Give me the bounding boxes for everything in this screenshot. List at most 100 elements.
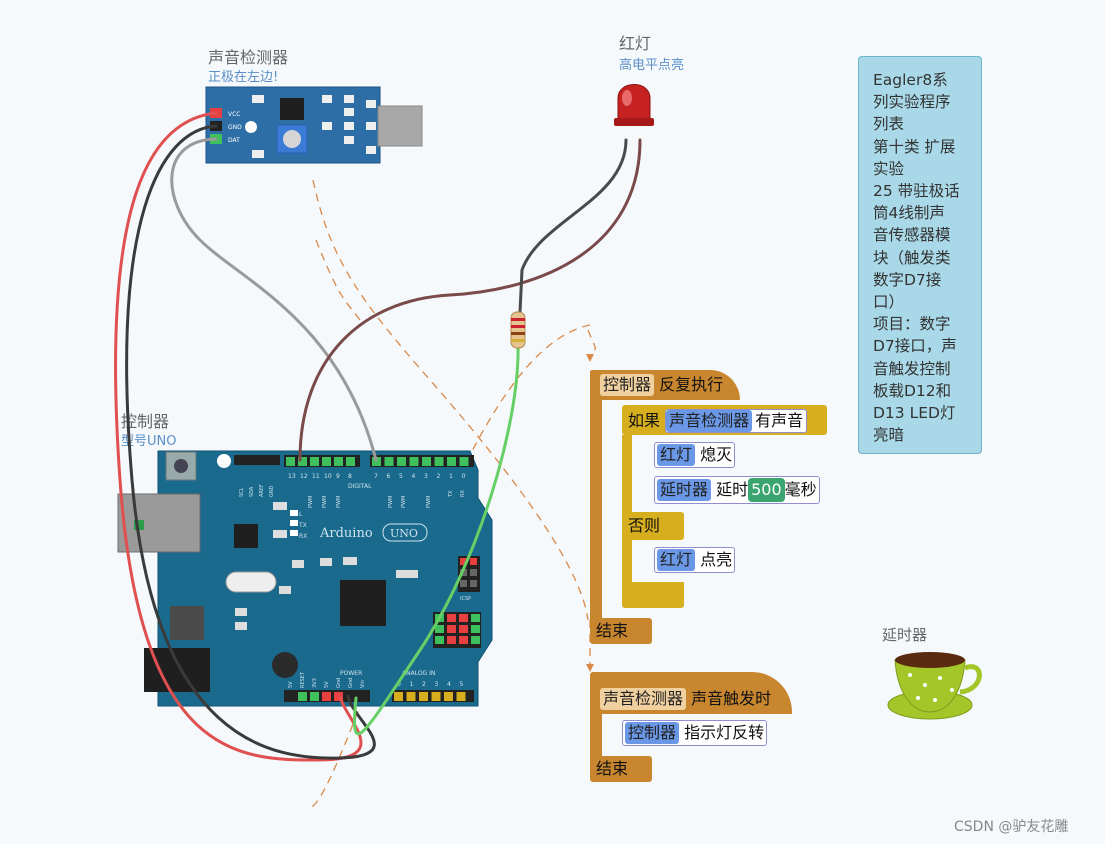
wires [114,111,642,762]
pin-vcc: VCC [228,111,240,118]
icsp-pin [447,636,456,644]
board-pin-label: 5V [324,681,330,688]
board-pin-label: 4 [412,473,416,480]
analog-pin [431,692,441,701]
digital-label: DIGITAL [348,483,372,490]
digital-pin [372,457,381,466]
microphone [377,105,423,147]
event-controller-chip[interactable]: 控制器 [625,722,680,744]
led-title: 红灯 [619,34,652,53]
digital-pin [409,457,419,466]
board-pin-label: 3 [435,681,439,688]
board-pin-label: 5 [399,473,403,480]
pwm-mark: PWM [401,496,407,508]
ms-label: 毫秒 [784,480,817,499]
delay-label: 延时 [716,480,749,499]
loop-controller-chip[interactable]: 控制器 [600,374,655,396]
controller-title: 控制器 [121,412,170,431]
board-pin-label: TX [448,490,454,498]
board-pin-label: 12 [300,473,308,480]
on-label: 点亮 [700,550,733,569]
teacup-icon [887,652,982,720]
icsp-pin [435,636,444,644]
dashed-link-short [315,239,361,321]
info-line: 实验 [873,159,905,178]
if-sensor-chip[interactable]: 声音检测器 [666,410,753,432]
info-line: 25 带驻极话 [873,182,960,201]
event-end-label: 结束 [596,759,629,778]
analog-pin [406,692,416,701]
timer-title: 延时器 [882,626,928,644]
info-line: 列实验程序 [873,93,951,112]
wire-led-cathode [518,138,628,314]
info-line: 第十类 扩展 [873,137,956,156]
pwm-mark: PWM [308,496,314,508]
info-line: 口） [873,293,905,312]
info-line: 块（触发类 [873,248,951,267]
analog-pin [456,692,466,701]
board-pin-label: 10 [324,473,332,480]
led-on-chip[interactable]: 红灯 [657,549,696,571]
icsp-pin [470,569,477,576]
board-brand: Arduino [319,526,373,541]
digital-pin [397,457,406,466]
event-sensor-chip[interactable]: 声音检测器 [600,688,687,710]
pwm-mark: PWM [426,496,432,508]
analog-pin [444,692,453,701]
pwm-mark: PWM [388,496,394,508]
icsp-pin [471,614,480,622]
off-label: 熄灭 [700,445,733,464]
board-pin-label: 8 [348,473,352,480]
icsp-pin [471,636,480,644]
board-pin-label: RX [460,490,466,497]
program-event: 声音检测器 声音触发时 控制器 指示灯反转 结束 [590,672,810,787]
board-pin-label: 1 [410,681,414,688]
pwm-mark: PWM [336,496,342,508]
analog-label: ANALOG IN [402,670,435,677]
icsp-pin [447,625,456,633]
board-pin-label: 5V [288,681,294,688]
analog-pin [419,692,428,701]
icsp-pin [447,614,456,622]
sound-sensor-subtitle: 正极在左边! [208,70,279,85]
info-line: Eagler8系 [873,71,948,89]
digital-pin [434,457,444,466]
controller-subtitle: 型号UNO [121,434,177,449]
delay-value[interactable]: 500 [748,478,785,502]
info-line: 列表 [873,115,905,134]
board-pin-label: 3 [424,473,428,480]
digital-pin [422,457,431,466]
wire-led-anode [298,138,642,462]
info-line: D7接口，声 [873,337,957,356]
delay-device-chip[interactable]: 延时器 [657,479,712,501]
if-label: 如果 [628,411,661,430]
resistor [510,311,526,349]
trigger-label: 声音触发时 [691,689,772,708]
pin-gnd: GND [228,124,242,131]
board-pin-label: 4 [447,681,451,688]
board-pin-label: Vin [360,680,366,688]
toggle-label: 指示灯反转 [684,723,765,742]
board-pin-label: 2 [422,681,426,688]
digital-pin [322,457,331,466]
arduino-board: L TX RX Arduino UNO DIGITAL POWER ANALOG… [117,450,493,707]
power-label: POWER [340,670,362,677]
led-label-rx: RX [299,533,307,540]
board-pin-label: 0 [462,473,466,480]
info-line: 板载D12和 [873,381,952,400]
board-pin-label: 7 [374,473,378,480]
dashed-link-sensor [312,179,589,621]
board-pin-label: SDA [249,486,255,497]
power-pin [322,692,331,701]
power-pin [286,692,295,701]
digital-pin [346,457,355,466]
board-pin-label: 5 [460,681,464,688]
board-pin-label: SCL [239,487,245,497]
loop-end-label: 结束 [596,621,629,640]
board-pin-label: 13 [288,473,296,480]
icsp-pin [460,558,467,565]
led-off-chip[interactable]: 红灯 [657,444,696,466]
board-pin-label: 2 [437,473,441,480]
board-pin-label: 6 [387,473,391,480]
board-pin-label: 0 [397,681,401,688]
